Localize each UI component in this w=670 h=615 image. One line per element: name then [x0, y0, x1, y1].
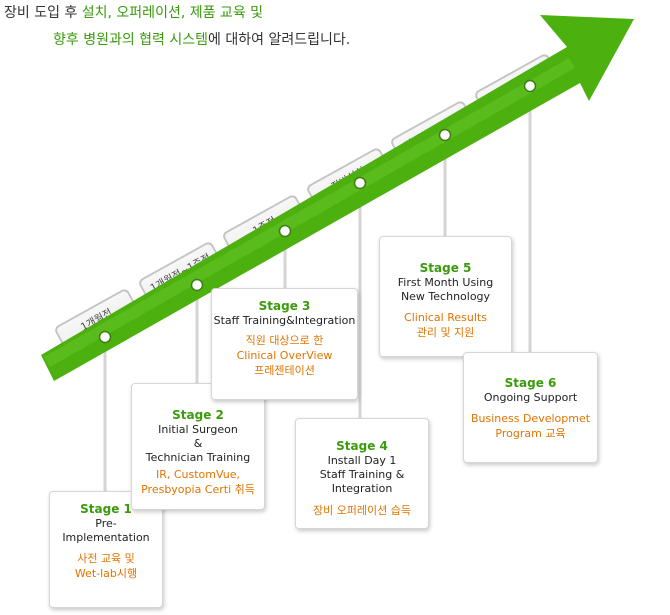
stage-english-desc: Initial Surgeon & Technician Training [145, 423, 251, 464]
stage-english-desc: First Month Using New Technology [397, 276, 494, 303]
stage-card-3: Stage 3 Staff Training&Integration 직원 대상… [211, 288, 358, 400]
stage-card-4: Stage 4 Install Day 1 Staff Training & I… [295, 418, 429, 529]
intro-prefix: 장비 도입 후 [4, 5, 82, 21]
stage-korean-desc: Business Developmet Program 교육 [470, 412, 591, 440]
stage-korean-desc: 직원 대상으로 한 Clinical OverView 프레젠테이션 [236, 334, 333, 377]
stage-english-desc: Ongoing Support [483, 391, 578, 404]
intro-suffix: 에 대하여 알려드립니다. [208, 32, 351, 48]
stage-card-1: Stage 1 Pre- Implementation 사전 교육 및 Wet-… [49, 491, 163, 608]
stage-title: Stage 1 [80, 502, 132, 516]
stage-card-5: Stage 5 First Month Using New Technology… [379, 236, 512, 357]
milestone-dot-3 [278, 224, 292, 238]
stage-english-desc: Staff Training&Integration [213, 314, 356, 327]
intro-line-2: 향후 병원과의 협력 시스템에 대하여 알려드립니다. [53, 29, 350, 49]
stage-title: Stage 4 [336, 439, 388, 453]
intro-highlight-1: 설치, 오퍼레이션, 제품 교육 및 [81, 5, 264, 21]
stage-korean-desc: IR, CustomVue, Presbyopia Certi 취득 [141, 468, 255, 496]
stage-english-desc: Pre- Implementation [62, 517, 150, 544]
milestone-dot-1 [98, 330, 112, 344]
intro-line-1: 장비 도입 후 설치, 오퍼레이션, 제품 교육 및 [4, 2, 263, 22]
stage-korean-desc: 장비 오퍼레이션 습득 [312, 504, 412, 517]
stage-title: Stage 3 [258, 299, 311, 313]
milestone-dot-5 [438, 128, 452, 142]
stage-card-6: Stage 6 Ongoing Support Business Develop… [463, 352, 598, 463]
stage-title: Stage 2 [172, 408, 224, 422]
milestone-dot-4 [353, 176, 367, 190]
stage-title: Stage 5 [419, 261, 472, 275]
milestone-dot-2 [190, 278, 204, 292]
milestone-dot-6 [523, 79, 537, 93]
stage-card-2: Stage 2 Initial Surgeon & Technician Tra… [131, 383, 265, 510]
stage-english-desc: Install Day 1 Staff Training & Integrati… [319, 454, 405, 495]
stage-korean-desc: 사전 교육 및 Wet-lab시행 [74, 552, 138, 580]
stage-title: Stage 6 [504, 376, 557, 390]
intro-highlight-2: 향후 병원과의 협력 시스템 [53, 32, 209, 48]
stage-korean-desc: Clinical Results 관리 및 지원 [404, 311, 487, 339]
